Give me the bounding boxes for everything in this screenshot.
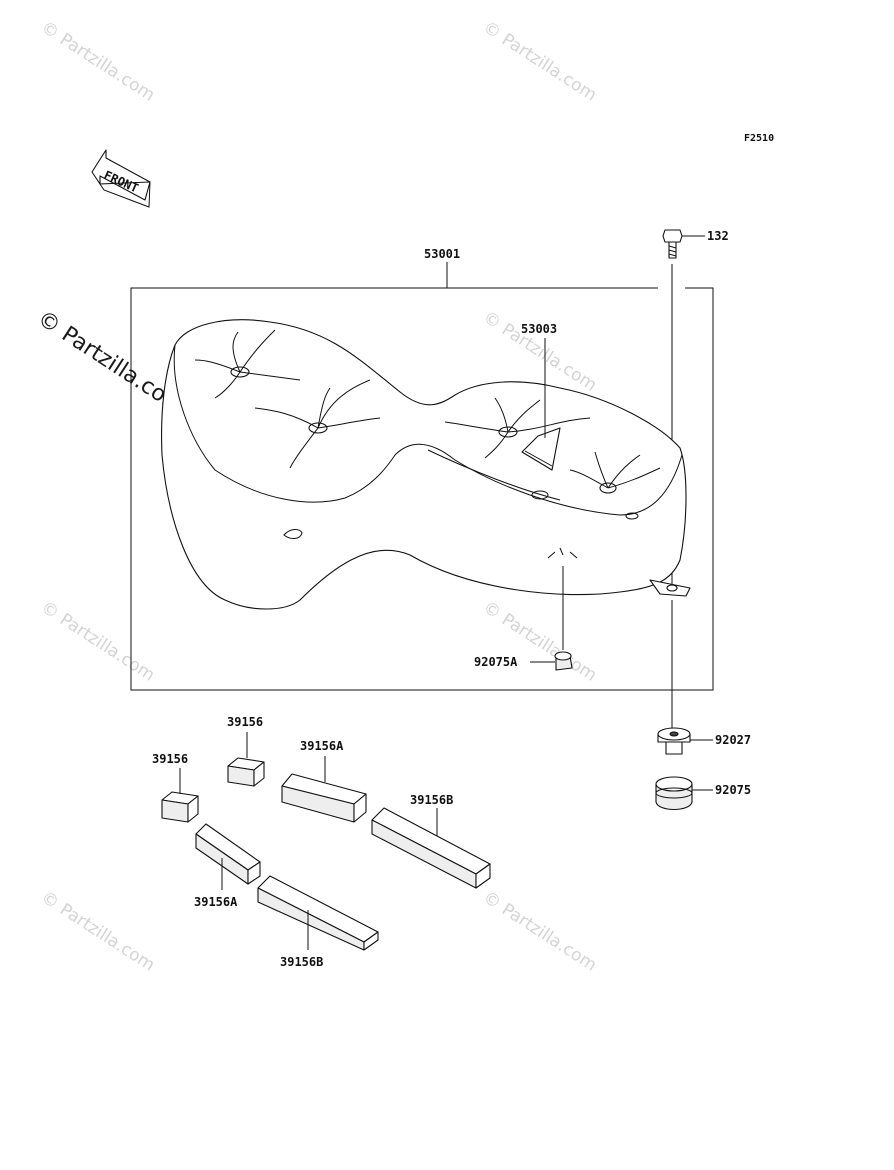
part-label-pad-a-upper: 39156A xyxy=(300,739,344,753)
pad-b-lower-icon xyxy=(257,875,379,951)
pad-small-left-icon xyxy=(161,791,199,823)
part-label-seat: 53001 xyxy=(424,247,460,261)
damper-a-icon xyxy=(554,651,573,671)
part-label-bolt: 132 xyxy=(707,229,729,243)
watermark: © Partzilla.com xyxy=(479,17,600,105)
watermark: © Partzilla.com xyxy=(37,17,158,105)
part-label-damper: 92075 xyxy=(715,783,751,797)
watermark: © Partzilla.com xyxy=(479,887,600,975)
diagram-code: F2510 xyxy=(744,133,774,144)
pad-a-lower-icon xyxy=(195,823,261,885)
pad-small-upper-icon xyxy=(227,757,265,787)
part-label-pad-small-upper: 39156 xyxy=(227,715,263,729)
part-label-pad-a-lower: 39156A xyxy=(194,895,238,909)
watermark: © Partzilla.com xyxy=(37,597,158,685)
part-label-pad-small-left: 39156 xyxy=(152,752,188,766)
part-label-label: 53003 xyxy=(521,322,557,336)
collar-icon xyxy=(657,727,691,755)
assembly-box xyxy=(130,262,714,691)
part-label-damper-a: 92075A xyxy=(474,655,518,669)
watermark: © Partzilla.com xyxy=(37,887,158,975)
part-label-pad-b-upper: 39156B xyxy=(410,793,453,807)
seat-icon xyxy=(161,319,691,610)
bolt-icon xyxy=(662,229,683,259)
watermark: © Partzilla.com xyxy=(479,597,600,685)
part-label-collar: 92027 xyxy=(715,733,751,747)
front-arrow-icon: FRONT xyxy=(91,149,151,208)
part-label-pad-b-lower: 39156B xyxy=(280,955,323,969)
damper-icon xyxy=(655,776,693,811)
pad-a-upper-icon xyxy=(281,773,367,823)
pad-b-upper-icon xyxy=(371,807,491,889)
